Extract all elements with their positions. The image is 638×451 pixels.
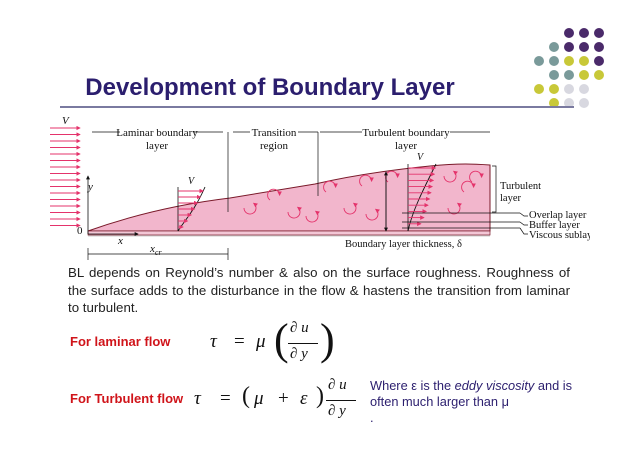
epsilon-symbol: ε [300, 388, 308, 409]
equals-sign: = [234, 331, 245, 352]
eddy-swirl [267, 188, 282, 201]
decorative-dot [549, 56, 559, 66]
right-paren: ) [316, 383, 324, 409]
eddy-swirl [461, 180, 476, 193]
decorative-dot [594, 42, 604, 52]
note-emphasis: eddy viscosity [454, 378, 535, 393]
denominator: ∂ y [290, 346, 308, 362]
right-paren: ) [320, 315, 335, 364]
mu-symbol: μ [256, 331, 266, 352]
tau-symbol: τ [194, 388, 201, 409]
eddy-swirl [359, 174, 374, 187]
eddy-viscosity-note: Where ε is the eddy viscosity and is oft… [370, 378, 585, 426]
left-paren: ( [274, 315, 289, 364]
decorative-dot [564, 84, 574, 94]
turbulent-eddies [243, 170, 484, 223]
turbulent-equation: τ = ( μ + ε ) ∂ u ∂ y [194, 375, 359, 427]
note-end: . [370, 410, 374, 425]
decorative-dot [564, 98, 574, 108]
decorative-dot [564, 70, 574, 80]
fraction-bar [326, 400, 356, 401]
overlap-bracket [519, 212, 528, 217]
decorative-dot [579, 28, 589, 38]
fraction-bar [288, 343, 318, 344]
decorative-dot [564, 28, 574, 38]
laminar-label-1: Laminar boundary [116, 127, 198, 139]
decorative-dot [579, 56, 589, 66]
turbulent-layer-label-2: layer [500, 193, 521, 204]
v-laminar-label: V [188, 176, 196, 187]
left-paren: ( [242, 383, 250, 409]
v-left-label: V [62, 115, 70, 127]
numerator: ∂ u [290, 320, 309, 336]
eddy-swirl [447, 202, 462, 215]
note-prefix: Where ε is the [370, 378, 455, 393]
v-turbulent-label: V [417, 152, 425, 163]
decorative-dot [534, 56, 544, 66]
incoming-flow-arrows [50, 125, 81, 228]
xcr-sub: cr [155, 248, 163, 257]
decorative-dot [549, 98, 559, 108]
laminar-equation: τ = μ ( ∂ u ∂ y ) [210, 318, 340, 370]
eddy-swirl [469, 170, 484, 183]
plus-sign: + [278, 388, 289, 409]
eddy-swirl [443, 170, 458, 183]
equals-sign: = [220, 388, 231, 409]
overlap-layer-label: Overlap layer [529, 210, 587, 221]
decorative-dot [549, 84, 559, 94]
mu-symbol: μ [254, 388, 264, 409]
decorative-dot-grid [534, 28, 604, 108]
denominator: ∂ y [328, 403, 346, 419]
decorative-dot [579, 70, 589, 80]
origin-label: 0 [77, 225, 83, 237]
thickness-label: Boundary layer thickness, δ [345, 239, 462, 250]
xcr-label: xcr [149, 243, 162, 257]
viscous-sublayer-label: Viscous sublayer [529, 230, 590, 241]
decorative-dot [594, 56, 604, 66]
eddy-swirl [365, 208, 380, 221]
decorative-dot [579, 84, 589, 94]
decorative-dot [549, 70, 559, 80]
transition-label-2: region [260, 140, 289, 152]
laminar-label-2: layer [146, 140, 168, 152]
eddy-swirl [287, 206, 302, 219]
xcr-main: x [149, 243, 155, 255]
turbulent-layer-bracket [492, 165, 497, 213]
flat-plate [87, 230, 491, 236]
x-axis-label: x [117, 235, 123, 247]
viscous-bracket [519, 227, 528, 235]
eddy-swirl [343, 202, 358, 215]
decorative-dot [549, 42, 559, 52]
eddy-swirl [243, 202, 258, 215]
decorative-dot [564, 56, 574, 66]
turbulent-label-1: Turbulent boundary [362, 127, 450, 139]
buffer-layer-label: Buffer layer [529, 220, 580, 231]
laminar-flow-label: For laminar flow [70, 334, 171, 349]
turbulent-label-2: layer [395, 140, 417, 152]
turbulent-layer-label-1: Turbulent [500, 181, 541, 192]
title-divider [60, 106, 574, 108]
body-paragraph: BL depends on Reynold’s number & also on… [68, 265, 570, 315]
boundary-layer-diagram: V y 0 x Laminar boundary layer Transitio… [50, 115, 590, 260]
eddy-swirl [323, 180, 338, 193]
laminar-velocity-profile [177, 186, 206, 232]
decorative-dot [579, 98, 589, 108]
tau-symbol: τ [210, 331, 217, 352]
note-suffix: and is often much larger than μ [370, 378, 573, 409]
buffer-bracket [519, 221, 528, 226]
decorative-dot [534, 84, 544, 94]
eddy-swirl [305, 210, 320, 223]
y-axis-label: y [87, 181, 93, 193]
decorative-dot [564, 42, 574, 52]
decorative-dot [594, 70, 604, 80]
transition-label-1: Transition [252, 127, 297, 139]
turbulent-velocity-profile [407, 163, 437, 232]
decorative-dot [594, 28, 604, 38]
slide-title: Development of Boundary Layer [85, 74, 455, 101]
decorative-dot [579, 42, 589, 52]
turbulent-flow-label: For Turbulent flow [70, 391, 184, 406]
numerator: ∂ u [328, 377, 347, 393]
